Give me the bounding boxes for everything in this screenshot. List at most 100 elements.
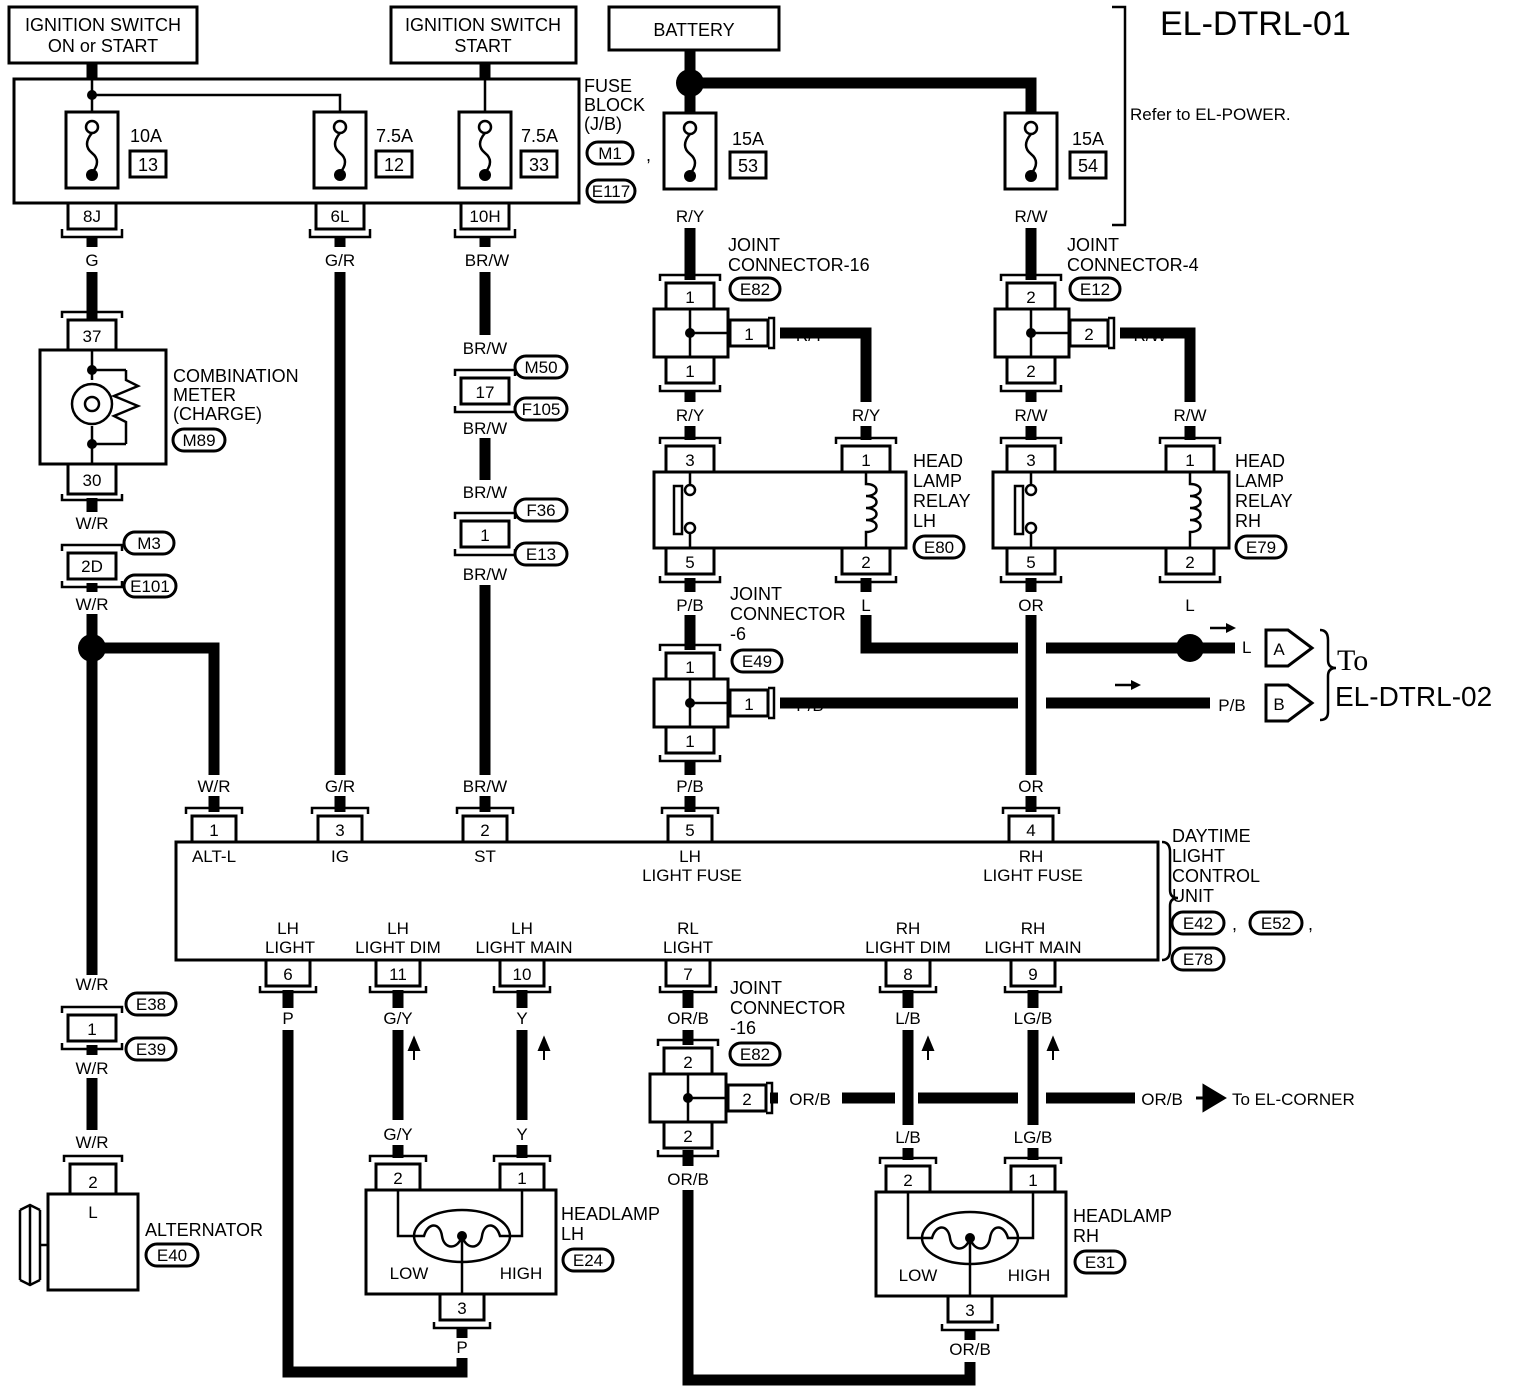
pin-10h-label: 10H xyxy=(469,207,500,226)
meter-name-3: (CHARGE) xyxy=(173,404,262,424)
jc16-bot-pin-side-label: 2 xyxy=(742,1090,751,1109)
meter-bottom-bracket xyxy=(60,494,124,502)
wire-label-wr-3: W/R xyxy=(197,777,230,796)
meter-conn-m89-label: M89 xyxy=(182,431,215,450)
jc6-conn-e49-label: E49 xyxy=(742,652,772,671)
fuse-53-num-box xyxy=(728,150,768,180)
relay-rh-conn-e79-label: E79 xyxy=(1246,538,1276,557)
headlamp-rh-pin-2-label: 2 xyxy=(903,1171,912,1190)
conn-e38-label: E38 xyxy=(136,995,166,1014)
headlamp-rh-conn-e31-label: E31 xyxy=(1085,1253,1115,1272)
meter-conn-m89 xyxy=(171,427,227,453)
dtrl-conn-e78-label: E78 xyxy=(1183,950,1213,969)
connector-1-e38-brackets xyxy=(60,1005,124,1051)
relay-lh-name-2: LAMP xyxy=(913,471,962,491)
dtrl-pin-6-label-2: LIGHT xyxy=(265,938,315,957)
dtrl-pin-2-num: 2 xyxy=(480,821,489,840)
dtrl-pin-11-num: 11 xyxy=(389,965,407,984)
wire-label-ry-2: R/Y xyxy=(796,326,824,345)
dtrl-name-3: CONTROL xyxy=(1172,866,1260,886)
conn-e38 xyxy=(124,991,178,1017)
headlamp-rh-pin-3 xyxy=(946,1294,994,1324)
pin-8j xyxy=(66,201,118,231)
jc4-side-bracket xyxy=(1108,316,1116,350)
fuse-13-num-box xyxy=(128,149,168,179)
l-splice xyxy=(1176,634,1204,662)
dtrl-pin-11-label-1: LH xyxy=(387,919,409,938)
relay-lh-top-brackets xyxy=(658,436,898,444)
jc16-bot-side-bracket xyxy=(766,1081,774,1115)
relay-lh-body xyxy=(652,470,908,550)
relay-lh-pin-1-label: 1 xyxy=(861,451,870,470)
dtrl-pin-7-label-1: RL xyxy=(677,919,699,938)
fuse-54-element xyxy=(1024,133,1038,175)
jc16-bot-conn-e82-label: E82 xyxy=(740,1045,770,1064)
flow-arrow-a-icon xyxy=(1226,623,1236,633)
dtrl-pin-3-num: 3 xyxy=(335,821,344,840)
wire-label-or-1: OR xyxy=(1018,596,1044,615)
jc4-pin-side-label: 2 xyxy=(1084,325,1093,344)
offpage-b-label: B xyxy=(1273,695,1284,714)
connector-17-label: 17 xyxy=(476,383,495,402)
jc16-bot-conn-e82 xyxy=(728,1041,782,1067)
relay-lh-coil-icon xyxy=(864,472,878,548)
refer-bracket xyxy=(1112,5,1127,227)
pin-6l-label: 6L xyxy=(331,207,350,226)
dtrl-conn-e52 xyxy=(1248,910,1304,936)
alternator-pin-2-label: 2 xyxy=(88,1173,97,1192)
wire-label-orb-2: OR/B xyxy=(789,1090,831,1109)
dtrl-pin-1 xyxy=(190,814,238,844)
dtrl-pin-8-label-2: LIGHT DIM xyxy=(865,938,951,957)
dtrl-name-4: UNIT xyxy=(1172,886,1214,906)
to-el-corner-label: To EL-CORNER xyxy=(1232,1090,1355,1109)
fuse-33-num-box xyxy=(519,149,559,179)
headlamp-rh-filaments xyxy=(906,1192,1035,1300)
conn-f36 xyxy=(513,497,569,523)
wire-label-ry-1: R/Y xyxy=(676,207,704,226)
fuse-block-conn-m1-label: M1 xyxy=(598,144,622,163)
alternator-conn-e40-label: E40 xyxy=(157,1246,187,1265)
conn-m50-label: M50 xyxy=(524,358,557,377)
relay-rh-pin-5-label: 5 xyxy=(1026,553,1035,572)
wire-label-gy-1: G/Y xyxy=(383,1009,412,1028)
fuse-12-amp: 7.5A xyxy=(376,126,413,146)
relay-rh-name-1: HEAD xyxy=(1235,451,1285,471)
relay-lh-pin-2 xyxy=(840,546,892,576)
wire-label-or-2: OR xyxy=(1018,777,1044,796)
dtrl-pin-5-label-2: LIGHT FUSE xyxy=(642,866,742,885)
alternator-terminal-label: L xyxy=(88,1203,97,1222)
jc6-side-bracket xyxy=(768,686,776,720)
dtrl-pin-6 xyxy=(264,958,312,988)
jc16-bot-pin-side xyxy=(726,1083,768,1113)
dtrl-pin-11 xyxy=(374,958,422,988)
dtrl-pin-2-label: ST xyxy=(474,847,496,866)
wire-label-lb-2: L/B xyxy=(895,1128,921,1147)
wire-label-brw-4: BR/W xyxy=(463,483,507,502)
jc6-pin-side xyxy=(728,688,770,718)
relay-lh-name-1: HEAD xyxy=(913,451,963,471)
relay-lh-pin-2-label: 2 xyxy=(861,553,870,572)
dtrl-unit-brace xyxy=(1161,840,1179,962)
offpage-a-label: A xyxy=(1273,640,1285,659)
fuse-33-amp: 7.5A xyxy=(521,126,558,146)
headlamp-rh-low-label: LOW xyxy=(899,1266,938,1285)
wire-label-brw-6: BR/W xyxy=(463,777,507,796)
wire-label-wr-6: W/R xyxy=(75,1133,108,1152)
fuse-53-num: 53 xyxy=(738,156,758,176)
dtrl-pin-10-label-1: LH xyxy=(511,919,533,938)
wire-label-p-1: P xyxy=(282,1009,293,1028)
fuse-block-title-1: FUSE xyxy=(584,76,632,96)
comma-3: , xyxy=(1308,914,1313,934)
wire-label-gr-bottom: G/R xyxy=(325,777,355,796)
headlamp-rh-name-2: RH xyxy=(1073,1226,1099,1246)
dtrl-pin-3-label: IG xyxy=(331,847,349,866)
headlamp-lh-name-1: HEADLAMP xyxy=(561,1204,660,1224)
fuse-12-num-box xyxy=(374,149,414,179)
dtrl-pin-4-label-1: RH xyxy=(1019,847,1044,866)
jc4-name-1: JOINT xyxy=(1067,235,1119,255)
dtrl-pin-9 xyxy=(1009,958,1057,988)
headlamp-rh-name-1: HEADLAMP xyxy=(1073,1206,1172,1226)
connector-1-f36 xyxy=(459,519,511,549)
jc16-bot-brackets xyxy=(656,1038,720,1158)
fuse-53-top-term xyxy=(682,120,698,136)
